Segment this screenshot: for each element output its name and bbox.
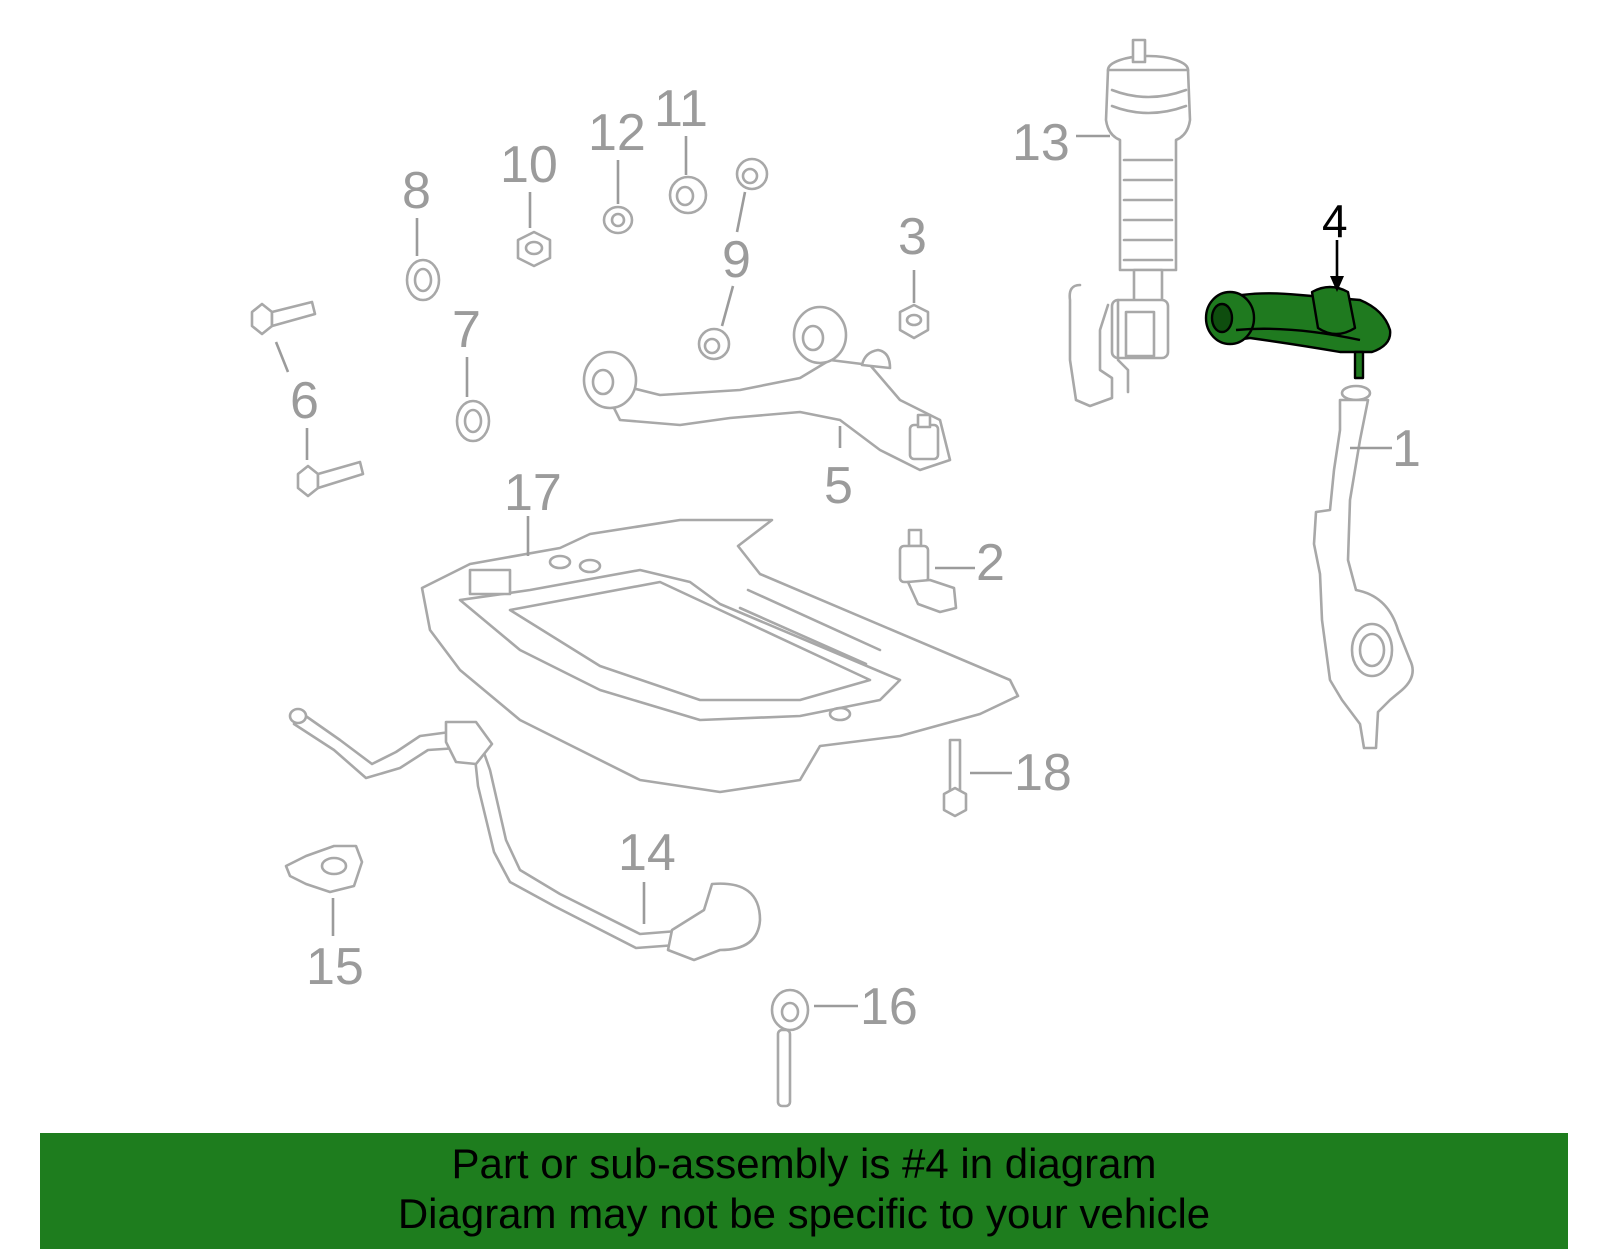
- callout-8-label: 8: [402, 162, 431, 220]
- part-7-washer: [455, 399, 491, 443]
- part-10-nut: [516, 230, 552, 268]
- callout-4-label: 4: [1322, 195, 1348, 247]
- banner-line-disclaimer: Diagram may not be specific to your vehi…: [397, 1190, 1211, 1237]
- part-8-washer: [405, 258, 441, 302]
- callout-11-label: 11: [654, 80, 708, 138]
- callout-15-label: 15: [306, 938, 364, 996]
- part-4-upper-control-arm: [1204, 285, 1392, 380]
- callout-16-label: 16: [860, 978, 918, 1036]
- part-6-bolts: [250, 300, 365, 498]
- callout-17-label: 17: [504, 464, 562, 522]
- callout-13-label: 13: [1012, 114, 1070, 172]
- part-13-air-strut: [1068, 38, 1192, 408]
- callout-1-label: 1: [1392, 420, 1421, 478]
- part-18-bolt: [942, 738, 968, 818]
- banner-line-part-number: Part or sub-assembly is #4 in diagram: [451, 1140, 1157, 1187]
- callout-3-label: 3: [898, 208, 927, 266]
- callout-9-leader-bottom: [720, 285, 735, 327]
- callout-12-label: 12: [588, 104, 646, 162]
- part-3-nut: [898, 303, 930, 340]
- part-1-steering-knuckle: [1312, 384, 1414, 750]
- part-11-bushing: [668, 175, 708, 215]
- callout-14-label: 14: [618, 824, 676, 882]
- callout-9-label: 9: [722, 231, 751, 289]
- part-15-bracket: [284, 844, 364, 894]
- part-5-lower-control-arm: [582, 305, 952, 472]
- part-16-stabilizer-link: [770, 988, 810, 1108]
- callout-10-label: 10: [500, 136, 558, 194]
- part-12-bushing: [602, 205, 634, 235]
- callout-2-label: 2: [976, 534, 1005, 592]
- callout-6-label: 6: [290, 372, 319, 430]
- callout-6-leader-top: [274, 341, 290, 373]
- part-9-bushings: [697, 157, 769, 361]
- part-info-banner: Part or sub-assembly is #4 in diagram Di…: [40, 1133, 1568, 1249]
- callout-4-arrowhead: [1330, 276, 1344, 292]
- part-14-stabilizer-bar: [288, 707, 762, 962]
- callout-18-label: 18: [1014, 744, 1072, 802]
- callout-7-label: 7: [452, 301, 481, 359]
- part-17-subframe: [420, 518, 1020, 794]
- part-2-ball-joint: [898, 528, 958, 614]
- callout-9-leader-top: [735, 191, 747, 233]
- callout-5-label: 5: [824, 457, 853, 515]
